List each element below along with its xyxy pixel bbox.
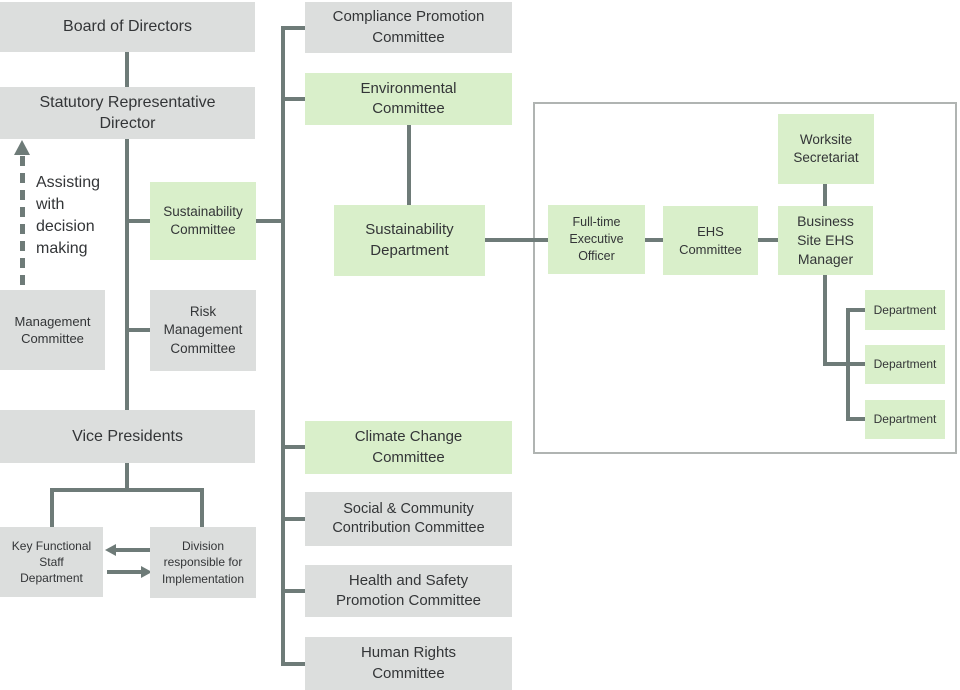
arrow-right-icon: [141, 566, 152, 578]
arrow-left-line: [116, 548, 150, 552]
node-risk-management-committee: Risk Management Committee: [150, 290, 256, 371]
connector-statutory-vp: [125, 139, 129, 410]
connector-sustainability-dept-exec: [485, 238, 548, 242]
node-label: Full-time Executive Officer: [569, 215, 624, 263]
connector-exec-ehs: [645, 238, 663, 242]
node-compliance-promotion-committee: Compliance Promotion Committee: [305, 2, 512, 53]
node-division-responsible-implementation: Division responsible for Implementation: [150, 527, 256, 598]
node-human-rights-committee: Human Rights Committee: [305, 637, 512, 690]
connector-branch-compliance: [285, 26, 305, 30]
node-climate-change-committee: Climate Change Committee: [305, 421, 512, 474]
connector-branch-environmental: [285, 97, 305, 101]
connector-dept3-stub: [846, 417, 865, 421]
node-business-site-ehs-manager: Business Site EHS Manager: [778, 206, 873, 275]
connector-branch-climate: [285, 445, 305, 449]
connector-manager-dept2: [823, 362, 865, 366]
node-label: Key Functional Staff Department: [11, 538, 92, 586]
ehs-group-container: [533, 102, 957, 454]
node-label: Worksite Secretariat: [793, 131, 859, 165]
node-label: Risk Management Committee: [163, 304, 243, 356]
node-label: Department: [873, 357, 937, 372]
node-department-3: Department: [865, 400, 945, 439]
node-label: Division responsible for Implementation: [161, 539, 245, 586]
node-management-committee: Management Committee: [0, 290, 105, 370]
node-fulltime-executive-officer: Full-time Executive Officer: [548, 205, 645, 274]
connector-branch-risk-management: [129, 328, 150, 332]
connector-secretariat-manager: [823, 184, 827, 206]
node-key-functional-staff-department: Key Functional Staff Department: [0, 527, 103, 597]
node-department-2: Department: [865, 345, 945, 384]
connector-branch-sustainability-committee: [129, 219, 150, 223]
node-environmental-committee: Environmental Committee: [305, 73, 512, 125]
connector-branch-social: [285, 517, 305, 521]
connector-to-key-functional: [50, 488, 54, 527]
connector-branch-human-rights: [285, 662, 305, 666]
dashed-connector-management-statutory: [20, 156, 25, 290]
node-label: Sustainability Department: [365, 221, 454, 259]
node-statutory-representative-director: Statutory Representative Director: [0, 87, 255, 139]
node-sustainability-department: Sustainability Department: [334, 205, 485, 276]
node-label: Climate Change Committee: [354, 428, 463, 466]
node-label: Compliance Promotion Committee: [332, 8, 485, 46]
connector-environmental-sustainability-dept: [407, 125, 411, 205]
node-label: Sustainability Committee: [163, 203, 243, 237]
node-sustainability-committee: Sustainability Committee: [150, 182, 256, 260]
node-label: Human Rights Committee: [360, 644, 457, 682]
node-ehs-committee: EHS Committee: [663, 206, 758, 275]
connector-to-division: [200, 488, 204, 527]
node-vice-presidents: Vice Presidents: [0, 410, 255, 463]
node-label: Department: [873, 412, 937, 427]
connector-board-statutory: [125, 52, 129, 87]
connector-dept1-stub: [846, 308, 865, 312]
node-label: Management Committee: [14, 313, 91, 346]
arrow-up-icon: [14, 140, 30, 155]
connector-vp-horizontal: [50, 488, 204, 492]
connector-vp-down: [125, 463, 129, 490]
node-label: Board of Directors: [63, 18, 192, 36]
annotation-assisting: Assisting with decision making: [36, 174, 101, 257]
node-label: Statutory Representative Director: [39, 93, 216, 132]
node-social-community-contribution-committee: Social & Community Contribution Committe…: [305, 492, 512, 546]
node-label: Business Site EHS Manager: [797, 213, 854, 267]
node-label: Social & Community Contribution Committe…: [332, 500, 485, 536]
node-health-safety-promotion-committee: Health and Safety Promotion Committee: [305, 565, 512, 617]
connector-manager-down: [823, 275, 827, 366]
connector-trunk: [281, 26, 285, 666]
connector-sustainability-committee-trunk: [256, 219, 281, 223]
connector-ehs-manager: [758, 238, 778, 242]
node-label: Department: [873, 302, 937, 317]
node-label: Vice Presidents: [72, 427, 183, 445]
connector-branch-health: [285, 589, 305, 593]
connector-department-bracket: [846, 308, 850, 421]
arrow-right-line: [107, 570, 141, 574]
node-label: Environmental Committee: [360, 79, 457, 117]
arrow-left-icon: [105, 544, 116, 556]
node-board-of-directors: Board of Directors: [0, 2, 255, 52]
node-label: Health and Safety Promotion Committee: [335, 571, 482, 609]
node-worksite-secretariat: Worksite Secretariat: [778, 114, 874, 184]
node-department-1: Department: [865, 290, 945, 330]
node-label: EHS Committee: [679, 224, 742, 257]
